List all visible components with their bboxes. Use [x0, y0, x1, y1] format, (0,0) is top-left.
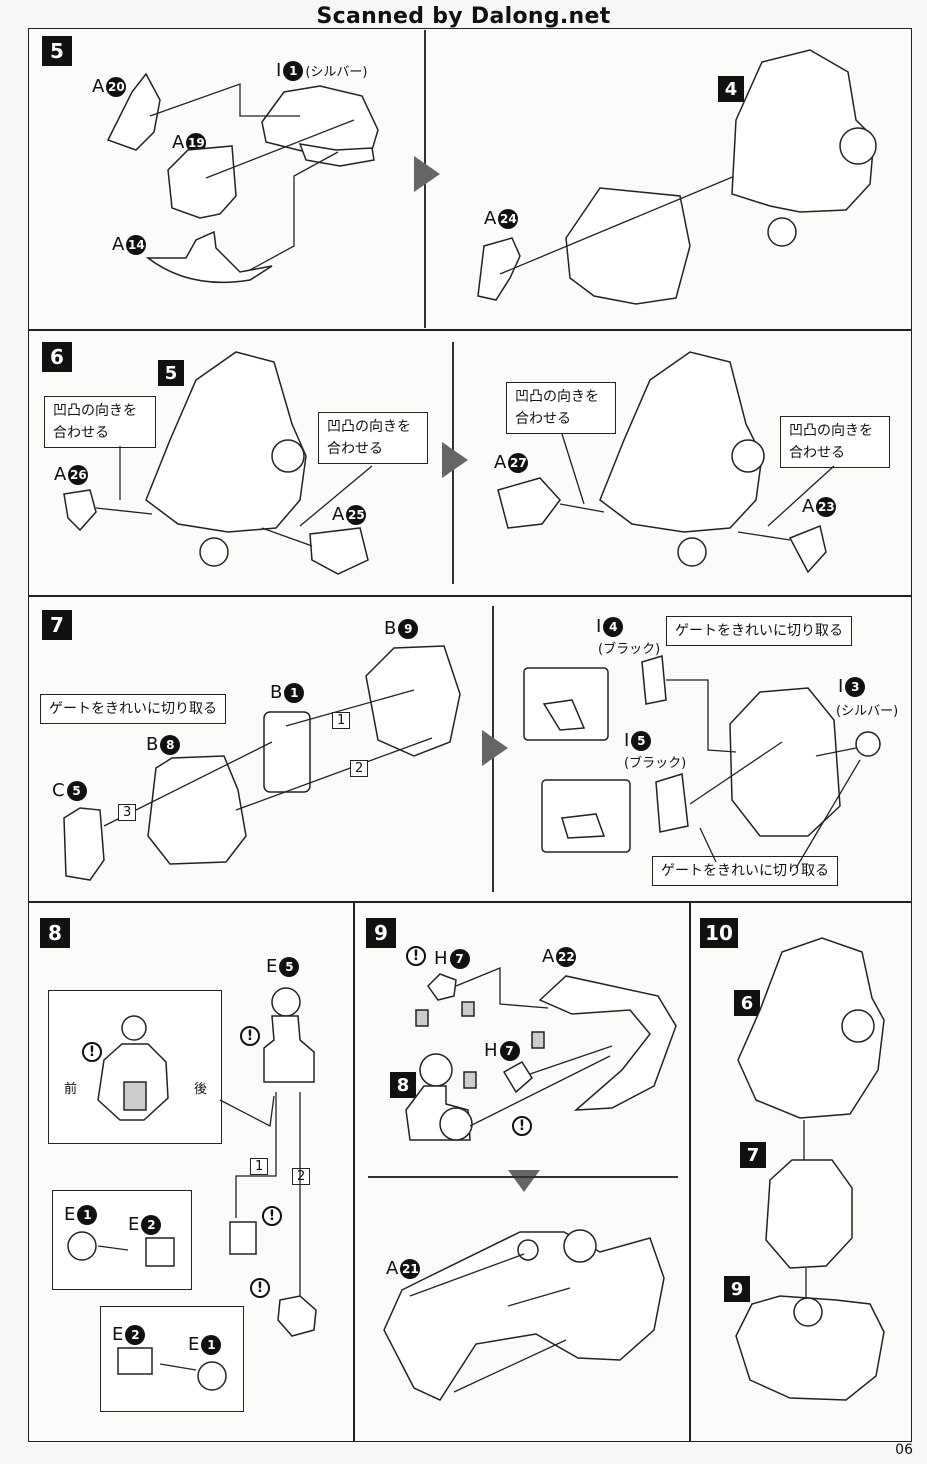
step-5-flow-arrow	[414, 156, 440, 192]
order-tag-2-s7: 2	[350, 760, 369, 777]
step-6-number: 6	[42, 342, 72, 372]
step-7-flow-arrow	[482, 730, 508, 766]
ref-step-9: 9	[724, 1276, 750, 1302]
order-tag-3-s7: 3	[118, 804, 137, 821]
warning-icon: !	[512, 1116, 532, 1136]
label-back: 後	[194, 1082, 208, 1097]
callout-align-right-1: 凹凸の向きを 合わせる	[506, 382, 616, 434]
part-note-i5: (ブラック)	[624, 756, 687, 771]
page-number: 06	[895, 1442, 913, 1458]
scan-watermark: Scanned by Dalong.net	[316, 4, 611, 29]
callout-align-right-2: 凹凸の向きを 合わせる	[780, 416, 890, 468]
ref-step-8: 8	[390, 1072, 416, 1098]
label-front: 前	[64, 1082, 78, 1097]
warning-icon: !	[406, 946, 426, 966]
step-9-flow-arrow	[508, 1170, 540, 1192]
step-6-flow-arrow	[442, 442, 468, 478]
warning-icon: !	[240, 1026, 260, 1046]
warning-icon: !	[262, 1206, 282, 1226]
step-9-divider	[368, 1176, 678, 1178]
step-5-number: 5	[42, 36, 72, 66]
step-9-number: 9	[366, 918, 396, 948]
step-7-number: 7	[42, 610, 72, 640]
callout-align-mid: 凹凸の向きを 合わせる	[318, 412, 428, 464]
order-tag-1-s7: 1	[332, 712, 351, 729]
ref-step-5: 5	[158, 360, 184, 386]
ref-step-4: 4	[718, 76, 744, 102]
ref-step-7: 7	[740, 1142, 766, 1168]
callout-gate-left: ゲートをきれいに切り取る	[40, 694, 226, 724]
callout-gate-right-top: ゲートをきれいに切り取る	[666, 616, 852, 646]
ref-step-6: 6	[734, 990, 760, 1016]
step-8-number: 8	[40, 918, 70, 948]
warning-icon: !	[82, 1042, 102, 1062]
step-10-number: 10	[700, 918, 738, 948]
part-note-i4: (ブラック)	[598, 642, 661, 657]
order-tag-2-s8: 2	[292, 1168, 311, 1185]
warning-icon: !	[250, 1278, 270, 1298]
order-tag-1-s8: 1	[250, 1158, 269, 1175]
part-note-i3: (シルバー)	[836, 704, 899, 719]
callout-gate-right-bottom: ゲートをきれいに切り取る	[652, 856, 838, 886]
callout-align-left: 凹凸の向きを 合わせる	[44, 396, 156, 448]
